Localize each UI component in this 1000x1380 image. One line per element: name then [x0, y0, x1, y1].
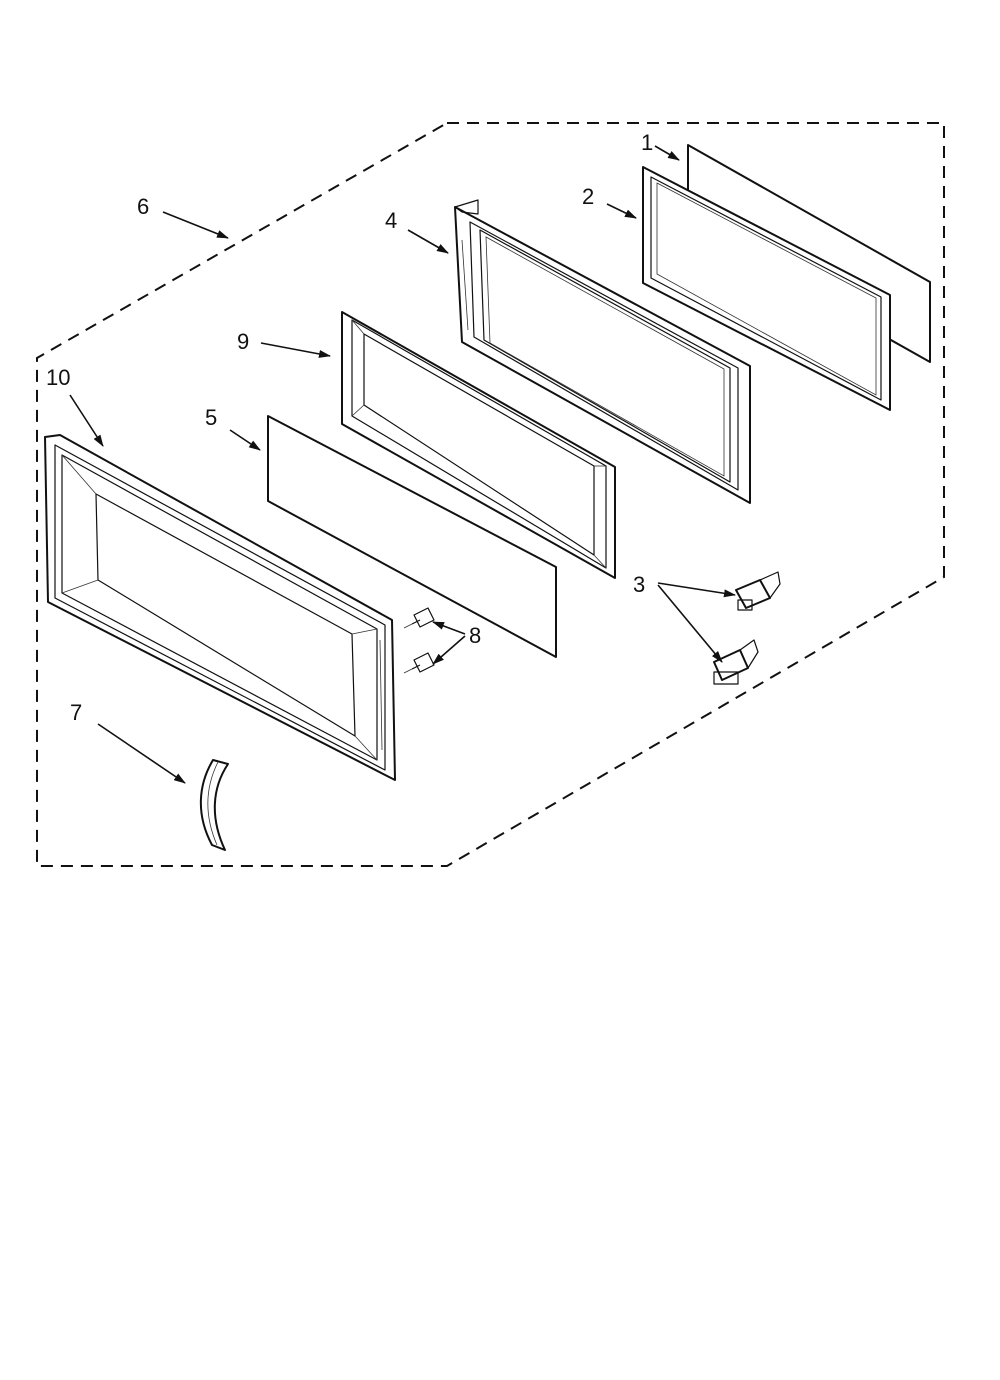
part-2-gasket-frame [642, 166, 891, 411]
part-5-choke-panel [267, 415, 557, 658]
part-8-screw-lower [403, 652, 435, 674]
leader-arrow-10 [69, 394, 104, 447]
callout-1: 1 [641, 130, 653, 155]
callout-5: 5 [205, 405, 217, 430]
callout-7: 7 [70, 700, 82, 725]
callout-4: 4 [385, 208, 397, 233]
leader-arrow-4 [407, 229, 449, 254]
callout-9: 9 [237, 329, 249, 354]
part-4-inner-door-frame [454, 199, 751, 504]
leader-arrow-8-upper [432, 621, 466, 635]
leader-arrow-7 [97, 723, 186, 784]
callout-10: 10 [46, 365, 70, 390]
part-8-screw-upper [403, 607, 435, 629]
leader-arrow-1 [654, 145, 680, 161]
callout-2: 2 [582, 184, 594, 209]
leader-arrow-9 [260, 342, 331, 358]
part-9-door-liner-frame [341, 311, 616, 579]
part-3-hinge-upper [735, 571, 781, 611]
part-7-handle [199, 759, 229, 851]
part-10-outer-door-frame [44, 434, 396, 781]
callout-8: 8 [469, 623, 481, 648]
leader-arrow-3-lower [657, 584, 723, 663]
leader-arrow-5 [229, 429, 261, 451]
part-3-hinge-lower [713, 639, 759, 685]
leader-arrow-3-upper [657, 582, 736, 598]
leader-arrow-6 [162, 211, 229, 239]
callout-6: 6 [137, 194, 149, 219]
leader-arrow-2 [606, 203, 637, 219]
assembly-boundary [36, 122, 945, 867]
callout-3: 3 [633, 572, 645, 597]
leader-arrow-8-lower [432, 635, 466, 665]
